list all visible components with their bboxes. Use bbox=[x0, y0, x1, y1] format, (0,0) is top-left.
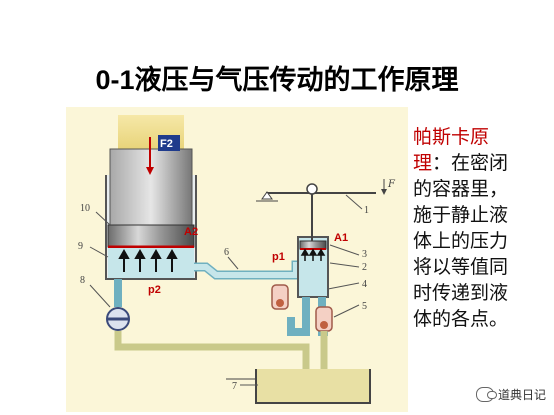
pressure-arrows-large bbox=[118, 248, 178, 272]
p1-label: p1 bbox=[272, 251, 285, 263]
large-piston bbox=[107, 224, 195, 248]
page-title: 0-1液压与气压传动的工作原理 bbox=[0, 58, 554, 97]
part-number-7: 7 bbox=[232, 381, 237, 392]
f2-arrowhead bbox=[146, 167, 154, 175]
pascal-principle-text: 帕斯卡原理：在密闭的容器里，施于静止液体上的压力将以等值同时传递到液体的各点。 bbox=[413, 124, 513, 332]
pressure-arrows-small bbox=[300, 248, 326, 261]
leader-lines bbox=[89, 194, 363, 386]
oil-tank-7 bbox=[255, 369, 371, 404]
hydraulic-jack-diagram: F2 A2 F A1 p1 p2 bbox=[66, 107, 408, 412]
part-number-8: 8 bbox=[80, 275, 85, 286]
f2-label-box bbox=[158, 135, 180, 151]
return-line bbox=[114, 331, 310, 377]
large-cylinder-fluid bbox=[108, 248, 194, 278]
part-number-6: 6 bbox=[224, 247, 229, 258]
f2-label: F2 bbox=[160, 138, 173, 150]
title-number: 0-1 bbox=[95, 65, 135, 95]
p2-label: p2 bbox=[148, 284, 161, 296]
pipe-valve-4 bbox=[287, 297, 310, 336]
watermark-text: 道典日记 bbox=[497, 388, 546, 402]
force-f-label: F bbox=[387, 179, 396, 190]
part-number-3: 3 bbox=[362, 249, 367, 260]
part-number-2: 2 bbox=[362, 262, 367, 273]
watermark: 道典日记 bbox=[475, 386, 546, 403]
part-number-5: 5 bbox=[362, 301, 367, 312]
principle-highlight: 帕斯卡原理 bbox=[413, 126, 490, 174]
part-number-10: 10 bbox=[80, 203, 90, 214]
small-piston bbox=[299, 240, 327, 250]
lever-pivot bbox=[306, 183, 318, 195]
part-number-4: 4 bbox=[362, 279, 367, 290]
a2-label: A2 bbox=[184, 226, 198, 238]
a1-label: A1 bbox=[334, 232, 348, 244]
wechat-icon bbox=[475, 387, 497, 402]
part-number-9: 9 bbox=[78, 241, 83, 252]
lever-support bbox=[261, 191, 273, 200]
title-text: 液压与气压传动的工作原理 bbox=[134, 65, 459, 96]
principle-body: ：在密闭的容器里，施于静止液体上的压力将以等值同时传递到液体的各点。 bbox=[413, 152, 509, 330]
part-number-1: 1 bbox=[364, 205, 369, 216]
